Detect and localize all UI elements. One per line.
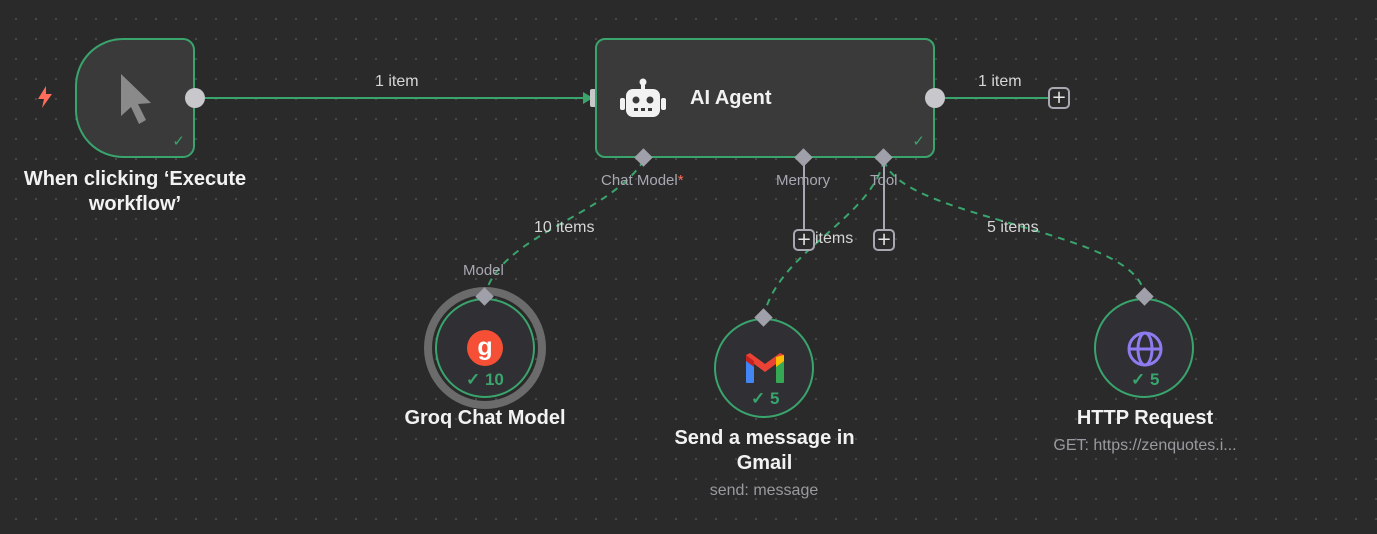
- groq-port-label: Model: [463, 262, 504, 279]
- trigger-node[interactable]: ✓: [75, 38, 195, 158]
- memory-port-label: Memory: [776, 172, 831, 189]
- http-subtitle: GET: https://zenquotes.i...: [1053, 437, 1237, 454]
- add-tool-button[interactable]: +: [873, 229, 895, 251]
- groq-icon: g: [467, 330, 503, 366]
- http-run-count: ✓ 5: [1131, 370, 1160, 389]
- ai-agent-node[interactable]: AI Agent ✓: [595, 38, 935, 158]
- add-memory-button[interactable]: +: [793, 229, 815, 251]
- success-check-icon: ✓: [912, 133, 925, 150]
- edge-http-tool: [883, 159, 1145, 296]
- http-label: HTTP Request: [1076, 407, 1214, 429]
- edge-label-gmail-tool: items: [815, 230, 854, 247]
- tool-port-label: Tool: [870, 172, 898, 189]
- trigger-label: When clicking ‘Execute workflow’: [23, 168, 247, 215]
- gmail-run-count: ✓ 5: [751, 389, 780, 408]
- gmail-icon: [746, 353, 784, 388]
- edge-label-trigger-agent: 1 item: [375, 73, 419, 90]
- edge-label-chat-model: 10 items: [534, 219, 595, 236]
- edge-label-agent-output: 1 item: [978, 73, 1022, 90]
- edge-gmail-tool: [763, 159, 885, 316]
- gmail-label: Send a message in Gmail: [674, 427, 855, 474]
- edge-arrowhead: [583, 92, 593, 104]
- http-request-node[interactable]: ✓ 5: [1094, 298, 1194, 398]
- success-check-icon: ✓: [172, 133, 185, 150]
- agent-output-port[interactable]: [925, 88, 945, 108]
- gmail-subtitle: send: message: [709, 482, 819, 499]
- gmail-node[interactable]: ✓ 5: [714, 318, 814, 418]
- globe-icon: [1126, 330, 1164, 373]
- agent-input-port[interactable]: [590, 89, 599, 107]
- chat-model-port-label: Chat Model*: [601, 172, 684, 189]
- add-node-button[interactable]: +: [1048, 87, 1070, 109]
- agent-title: AI Agent: [690, 87, 772, 109]
- cursor-icon: [117, 72, 153, 131]
- robot-icon: [619, 78, 667, 125]
- groq-label: Groq Chat Model: [404, 407, 566, 429]
- groq-run-count: ✓ 10: [466, 370, 504, 389]
- required-mark: *: [677, 172, 684, 189]
- trigger-output-port[interactable]: [185, 88, 205, 108]
- edge-label-http-tool: 5 items: [987, 219, 1039, 236]
- trigger-bolt-icon: [36, 86, 54, 113]
- edge-chat-model: [484, 159, 645, 296]
- groq-chat-model-node[interactable]: g ✓ 10: [435, 298, 535, 398]
